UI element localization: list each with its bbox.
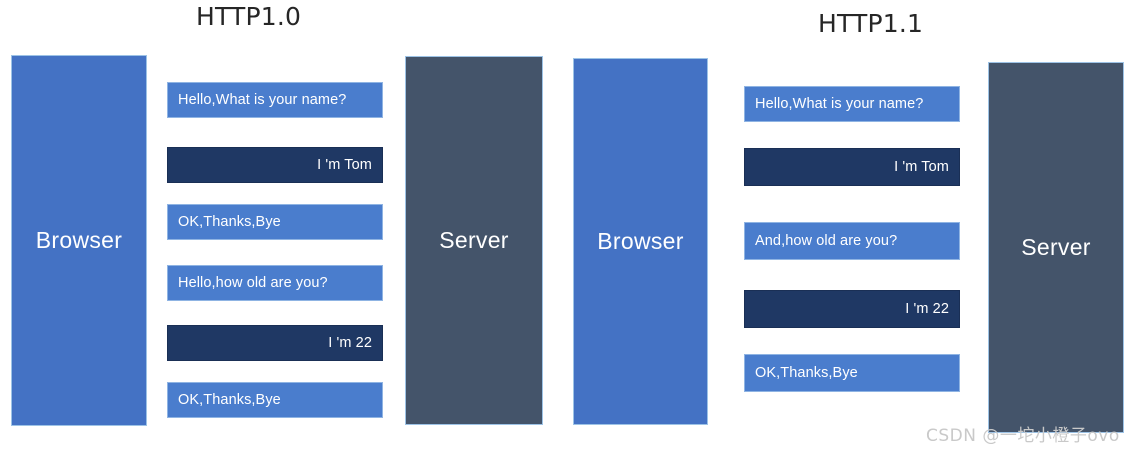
browser-column-http11: Browser	[573, 58, 708, 425]
message-bubble-response: I 'm 22	[167, 325, 383, 361]
message-text: OK,Thanks,Bye	[178, 214, 281, 230]
message-text: I 'm Tom	[894, 159, 949, 175]
message-bubble-request: OK,Thanks,Bye	[167, 204, 383, 240]
browser-label-http11: Browser	[597, 228, 684, 254]
panel-title-http10: HTTP1.0	[196, 2, 302, 31]
server-label-http11: Server	[1021, 234, 1091, 260]
message-bubble-request: Hello,how old are you?	[167, 265, 383, 301]
message-text: I 'm Tom	[317, 157, 372, 173]
message-text: Hello,What is your name?	[178, 92, 347, 108]
message-bubble-response: I 'm Tom	[167, 147, 383, 183]
server-column-http10: Server	[405, 56, 543, 425]
message-bubble-request: OK,Thanks,Bye	[744, 354, 960, 392]
message-bubble-response: I 'm 22	[744, 290, 960, 328]
message-bubble-request: OK,Thanks,Bye	[167, 382, 383, 418]
message-bubble-request: Hello,What is your name?	[744, 86, 960, 122]
message-bubble-request: And,how old are you?	[744, 222, 960, 260]
server-column-http11: Server	[988, 62, 1124, 433]
message-text: I 'm 22	[905, 301, 949, 317]
server-label-http10: Server	[439, 227, 509, 253]
panel-title-http11: HTTP1.1	[818, 9, 924, 38]
message-text: OK,Thanks,Bye	[178, 392, 281, 408]
message-bubble-response: I 'm Tom	[744, 148, 960, 186]
message-text: Hello,how old are you?	[178, 275, 328, 291]
browser-label-http10: Browser	[35, 227, 123, 253]
message-text: OK,Thanks,Bye	[755, 365, 858, 381]
message-text: I 'm 22	[328, 335, 372, 351]
browser-column-http10: Browser	[11, 55, 147, 426]
message-bubble-request: Hello,What is your name?	[167, 82, 383, 118]
message-text: And,how old are you?	[755, 233, 898, 249]
message-text: Hello,What is your name?	[755, 96, 924, 112]
csdn-watermark: CSDN @一坨小橙子ovo	[926, 426, 1120, 446]
